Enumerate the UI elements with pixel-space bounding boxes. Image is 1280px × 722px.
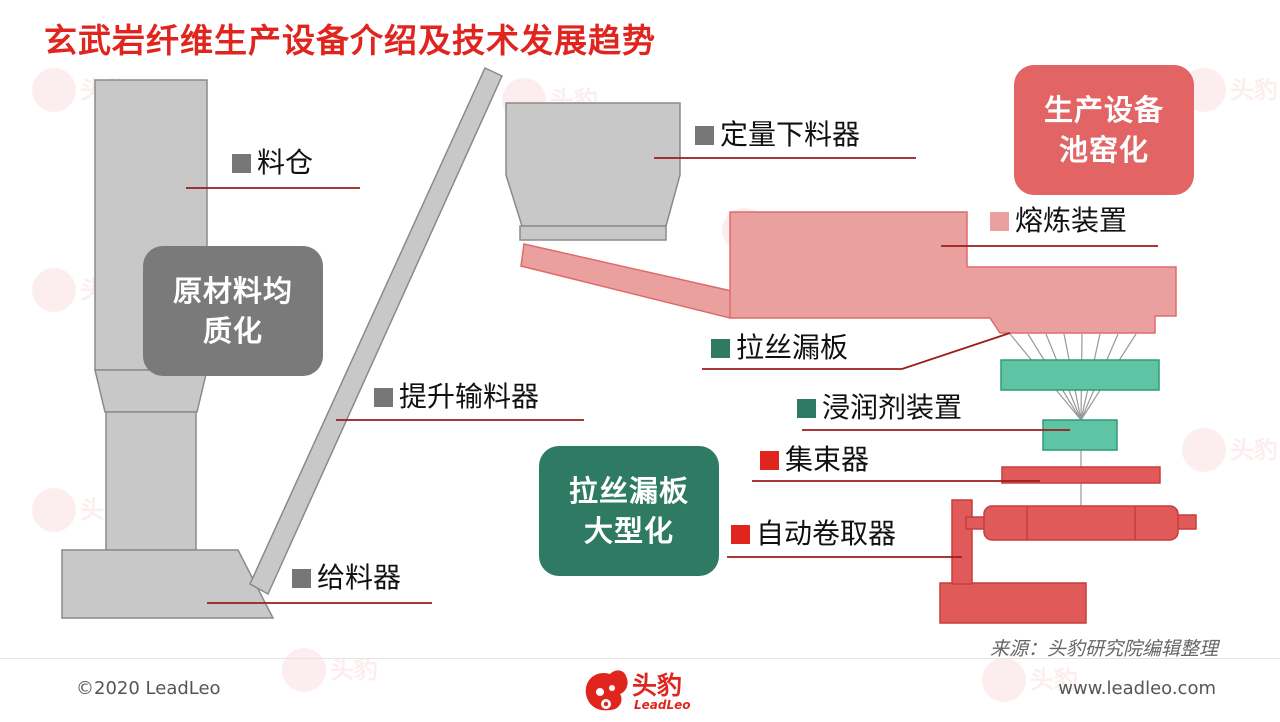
copyright-text: ©2020 LeadLeo [76,678,221,699]
gray-square-icon [232,153,251,173]
red-square-icon [731,524,750,544]
sizing-roller-bottom [1042,419,1118,451]
website-link[interactable]: www.leadleo.com [1058,678,1216,699]
label-sizing: 浸润剂装置 [797,391,962,425]
box-raw-material-homogenization: 原材料均质化 [143,246,323,376]
leader-lines [186,157,1158,604]
label-silo: 料仓 [232,146,313,180]
melter-chute [520,243,737,319]
label-conveyor: 提升输料器 [374,380,539,414]
winder-base [939,582,1087,624]
label-gatherer: 集束器 [760,443,869,477]
box-pool-kiln: 生产设备池窑化 [1014,65,1194,195]
silo-neck [105,411,197,551]
pink-square-icon [990,211,1009,231]
melter-furnace [729,211,1177,334]
doser-outlet [519,225,667,241]
green-square-icon [711,338,730,358]
label-doser: 定量下料器 [695,118,860,152]
label-melter: 熔炼装置 [990,204,1127,238]
brand-logo: 头豹 LeadLeo [580,664,710,718]
conveyor-belt [249,66,503,596]
winder-arm [951,499,973,585]
logo-subtitle: LeadLeo [634,698,691,712]
gray-square-icon [292,568,311,588]
page-title: 玄武岩纤维生产设备介绍及技术发展趋势 [44,21,656,60]
source-note: 来源：头豹研究院编辑整理 [989,638,1218,660]
red-square-icon [760,450,779,470]
label-feeder: 给料器 [292,561,401,595]
label-bushing: 拉丝漏板 [711,331,848,365]
winder-axle-right [1175,514,1197,530]
winder-drum [983,505,1179,541]
doser-hopper [505,102,681,227]
green-square-icon [797,398,816,418]
logo-name: 头豹 [632,671,683,700]
gatherer-bar [1001,466,1161,484]
winder-axle-left [965,516,987,530]
silo-taper [94,369,208,413]
sizing-roller-top [1000,359,1160,391]
box-large-bushing: 拉丝漏板大型化 [539,446,719,576]
gray-square-icon [374,387,393,407]
gray-square-icon [695,125,714,145]
feeder-body [61,549,275,619]
footer-divider [0,658,1280,659]
label-winder: 自动卷取器 [731,517,896,551]
leopard-head-icon [585,670,628,711]
